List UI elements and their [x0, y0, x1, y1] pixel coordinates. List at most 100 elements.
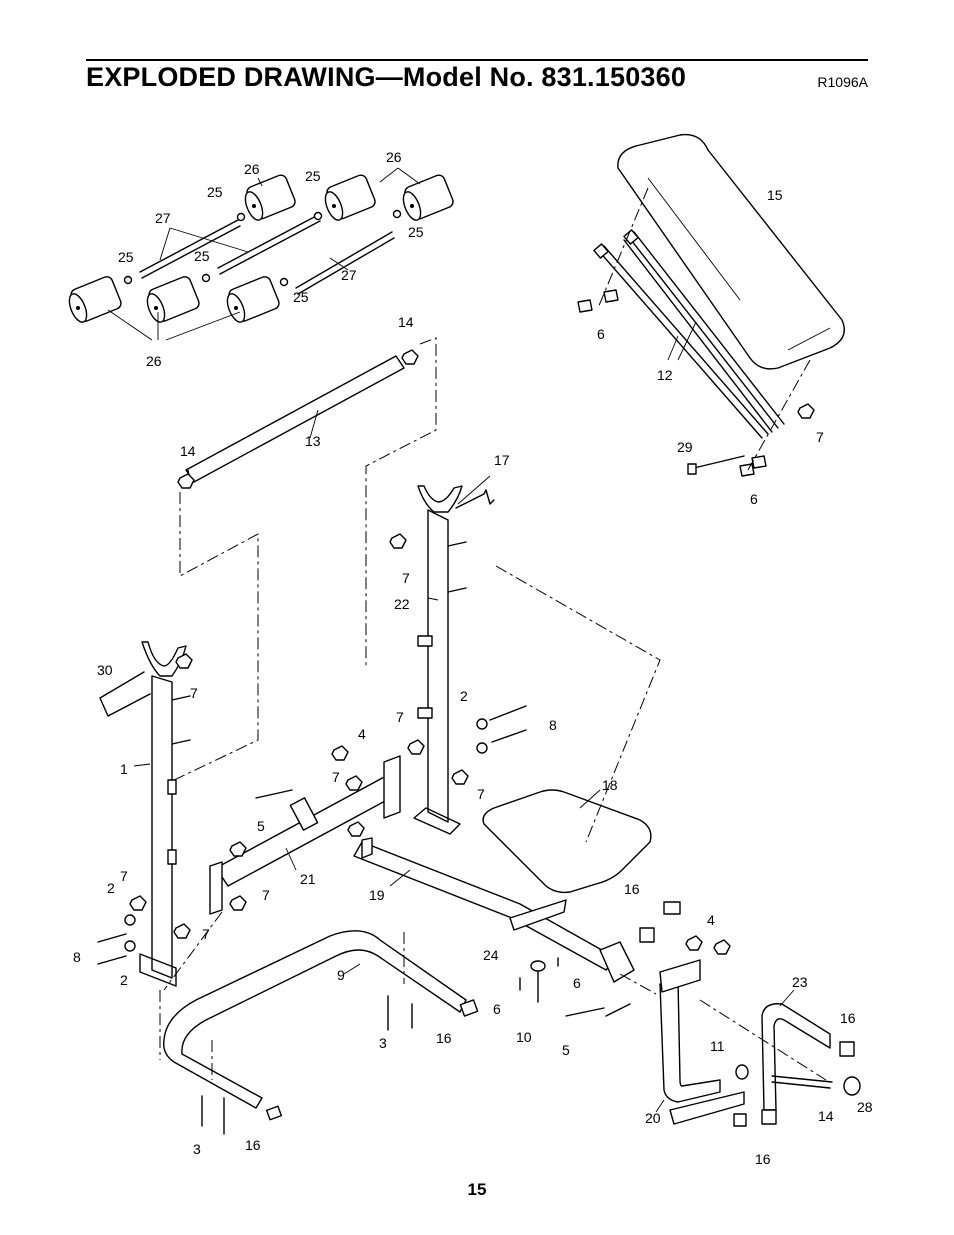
nut	[229, 841, 247, 857]
callout: 2	[460, 688, 468, 704]
callout: 6	[750, 491, 758, 507]
backrest-arm	[627, 231, 785, 429]
callout: 25	[408, 224, 424, 240]
callout: 7	[262, 887, 270, 903]
callout: 26	[244, 161, 260, 177]
callout: 8	[73, 949, 81, 965]
callout: 27	[341, 267, 357, 283]
callout: 4	[707, 912, 715, 928]
page-number: 15	[467, 1180, 487, 1199]
leg-lift-23	[735, 989, 861, 1125]
callout: 7	[402, 570, 410, 586]
foam-cap	[201, 273, 211, 283]
header-rule	[86, 59, 868, 61]
callout: 22	[394, 596, 410, 612]
bolt	[751, 455, 767, 469]
callout-labels: 26 25 26 25 27 25 25 25 27 25 26 15 6 12…	[73, 149, 873, 1167]
bolt-29	[693, 455, 745, 469]
callout: 17	[494, 452, 510, 468]
pin-30	[99, 671, 151, 717]
drawing-code: R1096A	[817, 74, 868, 90]
callout: 2	[120, 972, 128, 988]
callout: 25	[194, 248, 210, 264]
cap-11	[735, 1064, 749, 1080]
callout: 16	[624, 881, 640, 897]
end-cap-16	[639, 927, 655, 943]
foam-cap	[313, 211, 323, 221]
seat-pad-18	[482, 789, 652, 894]
bolt	[603, 289, 619, 303]
nut	[345, 775, 363, 791]
callout: 7	[202, 926, 210, 942]
end-cap-16	[733, 1113, 747, 1127]
foam-cap	[279, 277, 289, 287]
callout: 1	[120, 761, 128, 777]
callout: 6	[493, 1001, 501, 1017]
callout: 7	[396, 709, 404, 725]
nut	[175, 653, 193, 669]
callout: 7	[120, 868, 128, 884]
nut	[331, 745, 349, 761]
callout: 2	[107, 880, 115, 896]
washer	[124, 914, 136, 926]
callout: 12	[657, 367, 673, 383]
callout: 15	[767, 187, 783, 203]
spacer-24	[530, 960, 546, 972]
callout: 18	[602, 777, 618, 793]
center-frame-19	[353, 837, 635, 983]
callout: 19	[369, 887, 385, 903]
foam-cap	[236, 212, 246, 222]
washer	[476, 718, 488, 730]
callout: 27	[155, 210, 171, 226]
left-upright	[99, 641, 193, 1060]
roller-pad	[226, 276, 280, 323]
callout: 10	[516, 1029, 532, 1045]
bolt	[739, 463, 755, 477]
pin-17	[455, 489, 495, 509]
page-title: EXPLODED DRAWING—Model No. 831.150360	[86, 62, 687, 92]
callout: 4	[358, 726, 366, 742]
callout: 6	[573, 975, 581, 991]
callout: 3	[193, 1141, 201, 1157]
end-cap-16	[761, 1109, 777, 1125]
bolt-10	[519, 957, 559, 1003]
nut	[229, 895, 247, 911]
nut	[129, 895, 147, 911]
end-cap-16	[839, 1041, 855, 1057]
nut	[685, 935, 703, 951]
bolt-5	[255, 789, 293, 799]
end-cap-16	[663, 901, 681, 915]
callout: 7	[816, 429, 824, 445]
callout: 29	[677, 439, 693, 455]
callout: 16	[840, 1010, 856, 1026]
roller-pad	[402, 174, 454, 221]
callout: 23	[792, 974, 808, 990]
callout: 21	[300, 871, 316, 887]
callout: 16	[755, 1151, 771, 1167]
callout: 14	[398, 314, 414, 330]
knob-28	[843, 1076, 861, 1096]
nut	[347, 821, 365, 837]
end-cap-16	[265, 1105, 283, 1121]
roller-pad	[68, 276, 122, 323]
foam-cap	[123, 275, 133, 285]
callout: 14	[818, 1108, 834, 1124]
callout: 25	[207, 184, 223, 200]
callout: 25	[305, 168, 321, 184]
bolt-8	[97, 933, 127, 965]
roller-pad	[244, 174, 296, 221]
callout: 7	[477, 786, 485, 802]
hardware	[97, 565, 827, 1081]
bolt	[577, 299, 593, 313]
nut	[389, 533, 407, 549]
right-upright	[389, 475, 495, 835]
end-cap-16	[459, 999, 479, 1017]
callout: 8	[549, 717, 557, 733]
callout: 26	[146, 353, 162, 369]
callout: 25	[118, 249, 134, 265]
base-tube-21	[209, 755, 401, 915]
backrest-assembly	[577, 133, 845, 477]
callout: 9	[337, 967, 345, 983]
end-cap-14	[177, 473, 195, 489]
